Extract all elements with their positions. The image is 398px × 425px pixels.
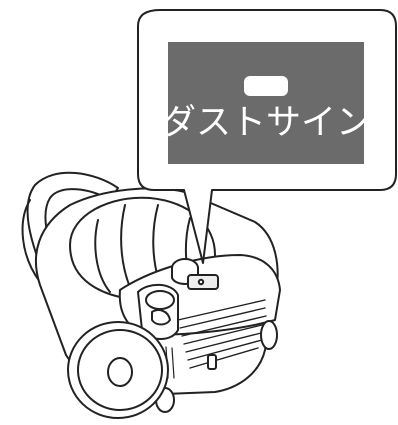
front-caster xyxy=(260,320,278,350)
indicator-lamp-icon xyxy=(244,76,288,96)
rear-wheel xyxy=(67,321,169,419)
vacuum-cleaner-illustration xyxy=(21,171,281,419)
indicator-panel xyxy=(168,42,364,164)
hose-connector xyxy=(137,283,179,340)
callout-bubble: ダストサイン xyxy=(137,9,397,264)
exhaust-grille xyxy=(177,299,267,369)
dust-sign-label: ダストサイン xyxy=(161,103,371,143)
